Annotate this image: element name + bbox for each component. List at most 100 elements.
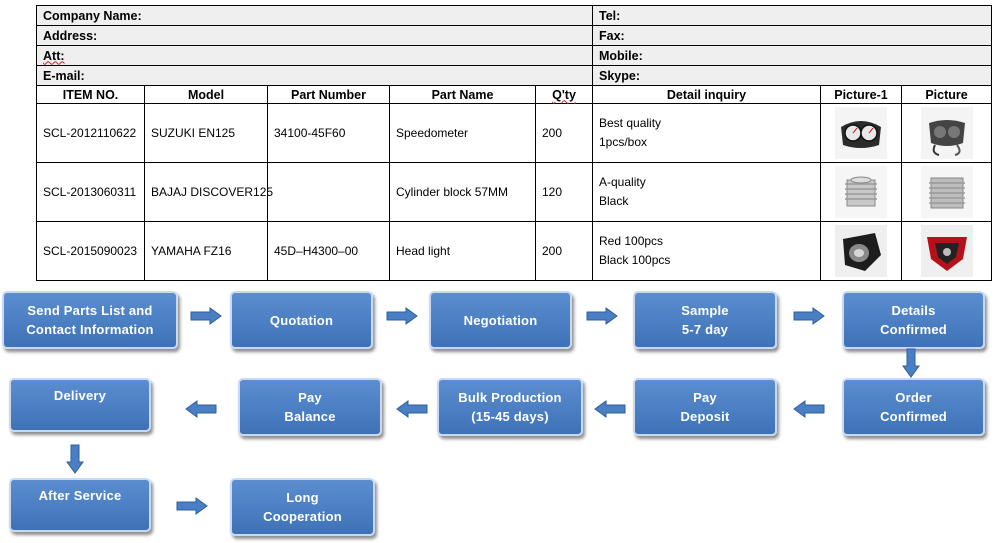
step-order-confirmed: Order Confirmed	[842, 378, 985, 436]
header-part-number: Part Number	[267, 85, 390, 104]
cell-picture-1	[820, 221, 902, 281]
header-detail-inquiry: Detail inquiry	[592, 85, 821, 104]
arrow-down-icon	[902, 348, 920, 378]
cylinder-photo	[920, 166, 973, 218]
step-delivery: Delivery	[9, 378, 151, 432]
arrow-left-icon	[594, 400, 626, 418]
step-pay-balance: Pay Balance	[238, 378, 382, 436]
arrow-down-icon	[66, 444, 84, 474]
detail-line-2: Black 100pcs	[599, 253, 671, 267]
address-label: Address:	[36, 25, 593, 46]
cell-part-number	[267, 162, 390, 222]
header-item-no: ITEM NO.	[36, 85, 145, 104]
detail-line-2: 1pcs/box	[599, 135, 648, 149]
email-label: E-mail:	[36, 65, 593, 86]
arrow-right-icon	[190, 307, 222, 325]
cell-picture-1	[820, 162, 902, 222]
cell-model: BAJAJ DISCOVER125	[144, 162, 273, 222]
cylinder-photo	[835, 166, 887, 218]
step-order-line-1: Order	[895, 390, 932, 405]
tel-label: Tel:	[591, 5, 993, 26]
step-pay-deposit: Pay Deposit	[633, 378, 777, 436]
step-bulk-line-2: (15-45 days)	[471, 409, 549, 424]
info-row-company: Company Name: Tel:	[36, 5, 993, 26]
header-picture: Picture	[900, 85, 993, 104]
table-row: SCL-2013060311 BAJAJ DISCOVER125 Cylinde…	[36, 162, 993, 222]
header-qty-text: Q'ty	[552, 87, 576, 102]
arrow-right-icon	[586, 307, 618, 325]
step-long-cooperation: Long Cooperation	[230, 478, 375, 536]
detail-line-2: Black	[599, 194, 629, 208]
cell-picture	[900, 221, 993, 281]
skype-label: Skype:	[591, 65, 993, 86]
arrow-left-icon	[396, 400, 428, 418]
table-row: SCL-2012110622 SUZUKI EN125 34100-45F60 …	[36, 103, 993, 163]
detail-line-1: Best quality	[599, 116, 662, 130]
step-sample: Sample 5-7 day	[633, 291, 777, 349]
cell-model: SUZUKI EN125	[144, 103, 268, 163]
step-negotiation-label: Negotiation	[463, 312, 538, 328]
arrow-right-icon	[386, 307, 418, 325]
headlight-photo	[835, 225, 887, 277]
cell-part-number: 34100-45F60	[267, 103, 390, 163]
step-details-line-1: Details	[891, 303, 936, 318]
step-pay-balance-line-1: Pay	[298, 390, 322, 405]
cell-picture	[900, 103, 993, 163]
arrow-right-icon	[793, 307, 825, 325]
headlight-photo	[920, 225, 973, 277]
step-negotiation: Negotiation	[429, 291, 572, 349]
step-long-coop-line-2: Cooperation	[263, 509, 342, 524]
step-after-service-label: After Service	[38, 488, 122, 503]
step-bulk-production: Bulk Production (15-45 days)	[437, 378, 583, 436]
cell-detail: Best quality 1pcs/box	[592, 103, 821, 163]
header-model: Model	[144, 85, 268, 104]
arrow-left-icon	[185, 400, 217, 418]
company-name-label: Company Name:	[36, 5, 593, 26]
cell-part-number: 45D–H4300–00	[267, 221, 390, 281]
step-details-confirmed: Details Confirmed	[842, 291, 985, 349]
cell-part-name: Speedometer	[389, 103, 536, 163]
arrow-left-icon	[793, 400, 825, 418]
header-picture-1: Picture-1	[820, 85, 902, 104]
step-delivery-label: Delivery	[53, 388, 107, 403]
info-row-att: Att: Mobile:	[36, 45, 993, 66]
step-order-line-2: Confirmed	[880, 409, 947, 424]
cell-picture-1	[820, 103, 902, 163]
cell-qty: 120	[535, 162, 593, 222]
step-pay-deposit-line-2: Deposit	[680, 409, 730, 424]
cell-item-no: SCL-2012110622	[36, 103, 145, 163]
step-pay-balance-line-2: Balance	[284, 409, 336, 424]
step-send-parts-line-2: Contact Information	[26, 322, 154, 337]
step-long-coop-line-1: Long	[286, 490, 319, 505]
arrow-right-icon	[176, 497, 208, 515]
header-qty: Q'ty	[535, 85, 593, 104]
cell-detail: Red 100pcs Black 100pcs	[592, 221, 821, 281]
mobile-label: Mobile:	[591, 45, 993, 66]
fax-label: Fax:	[591, 25, 993, 46]
step-quotation: Quotation	[230, 291, 373, 349]
table-row: SCL-2015090023 YAMAHA FZ16 45D–H4300–00 …	[36, 221, 993, 281]
step-send-parts-line-1: Send Parts List and	[27, 303, 153, 318]
header-part-name: Part Name	[389, 85, 536, 104]
step-bulk-line-1: Bulk Production	[458, 390, 562, 405]
step-after-service: After Service	[9, 478, 151, 532]
info-row-email: E-mail: Skype:	[36, 65, 993, 86]
step-details-line-2: Confirmed	[880, 322, 947, 337]
inquiry-form-table: Company Name: Tel: Address: Fax: Att: Mo…	[36, 5, 993, 281]
step-send-parts-list: Send Parts List and Contact Information	[2, 291, 178, 349]
table-header-row: ITEM NO. Model Part Number Part Name Q't…	[36, 85, 993, 104]
cell-item-no: SCL-2015090023	[36, 221, 145, 281]
step-sample-line-1: Sample	[681, 303, 729, 318]
cell-item-no: SCL-2013060311	[36, 162, 145, 222]
att-label: Att:	[36, 45, 593, 66]
cell-picture	[900, 162, 993, 222]
att-text: Att:	[43, 48, 65, 63]
cell-qty: 200	[535, 103, 593, 163]
step-sample-line-2: 5-7 day	[681, 322, 729, 337]
info-row-address: Address: Fax:	[36, 25, 993, 46]
speedometer-photo	[835, 107, 887, 159]
detail-line-1: A-quality	[599, 175, 646, 189]
detail-line-1: Red 100pcs	[599, 234, 664, 248]
speedometer-photo	[920, 107, 973, 159]
cell-qty: 200	[535, 221, 593, 281]
